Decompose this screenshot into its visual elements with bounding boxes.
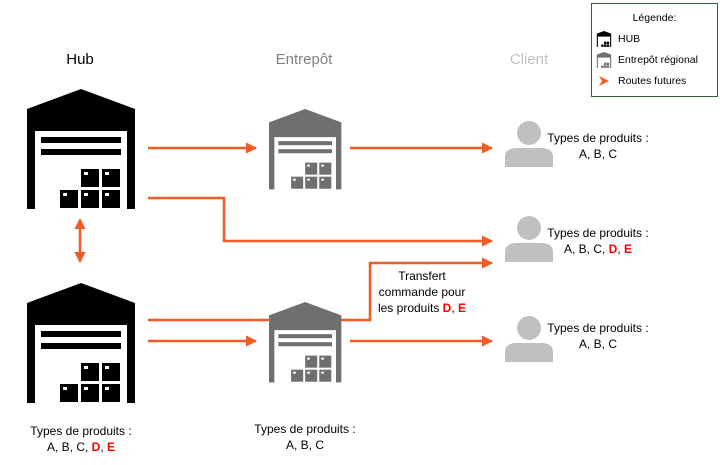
hub-products-value: A, B, C, D, E: [11, 439, 151, 455]
client-1-products-label: Types de produits :: [547, 131, 649, 145]
column-title-client: Client: [509, 51, 549, 68]
legend-label-regional: Entrepôt régional: [618, 54, 698, 66]
hub-products-label: Types de produits :: [30, 424, 132, 438]
warehouse-products-label: Types de produits :: [254, 422, 356, 436]
client-2-product-d: D: [608, 242, 618, 256]
hub-top-icon: [27, 89, 135, 209]
hub-product-e: E: [107, 440, 116, 454]
legend-item-routes: Routes futures: [596, 72, 686, 90]
column-title-hub: Hub: [66, 51, 94, 68]
transfer-note-line1: Transfert: [398, 269, 446, 283]
warehouse-bottom-icon: [269, 302, 342, 383]
client-1-products: Types de produits : A, B, C: [528, 130, 668, 162]
client-2-separator: ,: [617, 242, 624, 256]
transfer-note-line2: commande pour: [378, 285, 466, 299]
transfer-note-line3: les produits D, E: [362, 300, 482, 316]
client-2-product-e: E: [624, 242, 633, 256]
route-warehouse-bottom-to-client-2: [341, 257, 494, 322]
legend-label-hub: HUB: [618, 33, 641, 45]
client-3-products: Types de produits : A, B, C: [528, 320, 668, 352]
hub-products: Types de produits : A, B, C, D, E: [11, 423, 151, 455]
hub-bottom-icon: [27, 283, 135, 403]
hub-separator: ,: [100, 440, 107, 454]
hub-product-d: D: [91, 440, 101, 454]
orange-arrow-icon: [599, 76, 609, 86]
transfer-note: Transfert commande pour les produits D, …: [362, 268, 482, 316]
legend-item-regional: Entrepôt régional: [596, 51, 698, 69]
client-2-products-value: A, B, C, D, E: [528, 241, 668, 257]
transfer-product-d: D: [442, 301, 452, 315]
regional-warehouse-icon: [596, 52, 612, 68]
warehouse-products: Types de produits : A, B, C: [235, 421, 375, 453]
column-title-warehouse: Entrepôt: [275, 51, 333, 68]
warehouse-products-value: A, B, C: [285, 438, 324, 452]
hub-warehouse-icon: [596, 31, 612, 47]
legend-box: Légende: HUB Entrepôt régional Routes fu…: [591, 3, 718, 97]
transfer-separator: ,: [451, 301, 459, 315]
transfer-note-prefix: les produits: [377, 301, 443, 315]
warehouse-top-icon: [269, 109, 342, 190]
client-2-products-label: Types de produits :: [547, 226, 649, 240]
route-hub-to-client-2: [148, 196, 494, 247]
transfer-product-e: E: [458, 301, 467, 315]
legend-item-hub: HUB: [596, 30, 640, 48]
client-1-products-value: A, B, C: [578, 147, 617, 161]
client-2-base-products: A, B, C,: [563, 242, 609, 256]
client-3-products-value: A, B, C: [578, 337, 617, 351]
legend-label-routes: Routes futures: [618, 75, 687, 87]
client-3-products-label: Types de produits :: [547, 321, 649, 335]
hub-base-products: A, B, C,: [46, 440, 92, 454]
legend-title: Légende:: [632, 12, 677, 24]
client-2-products: Types de produits : A, B, C, D, E: [528, 225, 668, 257]
